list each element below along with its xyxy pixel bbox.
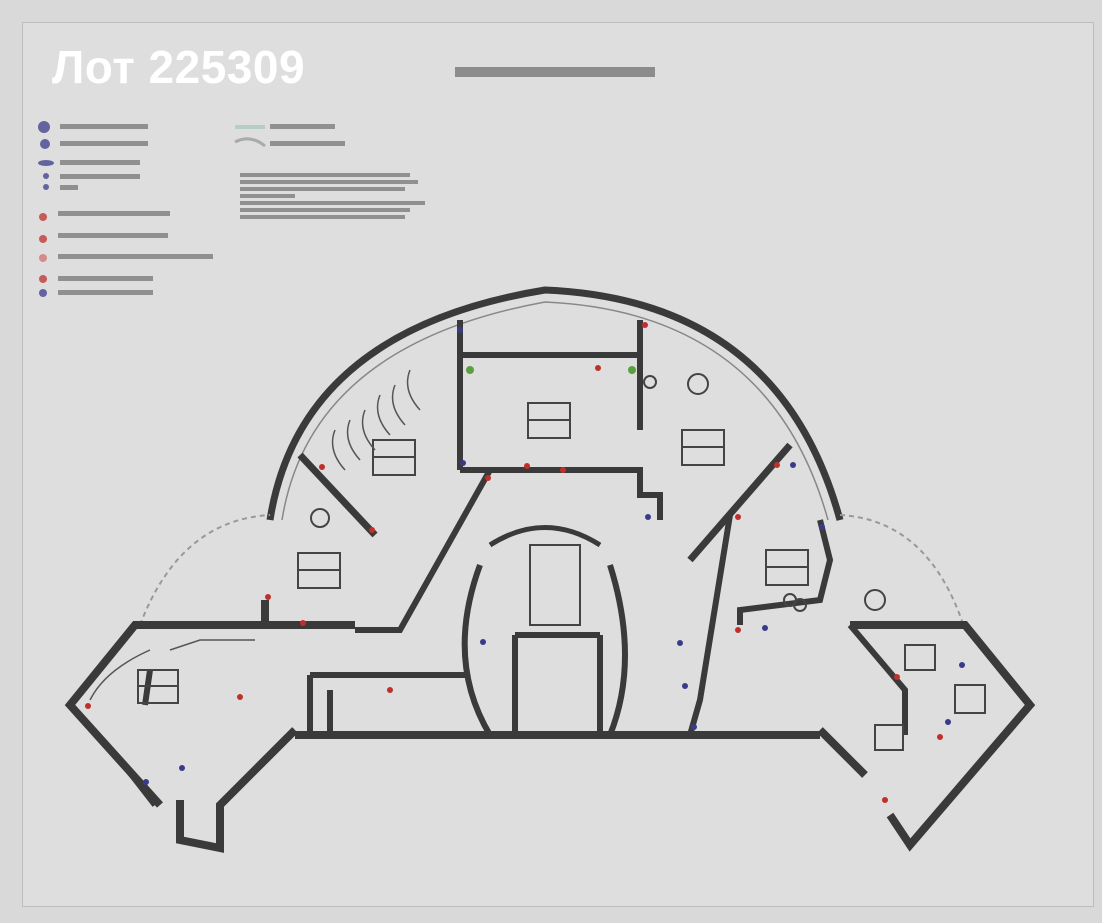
plan-heading-blur (455, 67, 655, 77)
room-blocks (137, 373, 986, 751)
walls (64, 286, 1036, 853)
fixture-markers (85, 322, 965, 803)
drawing-frame (22, 22, 1094, 907)
lot-title: Лот 225309 (52, 41, 306, 93)
plumbing-stack (89, 369, 421, 701)
legend (38, 121, 425, 297)
